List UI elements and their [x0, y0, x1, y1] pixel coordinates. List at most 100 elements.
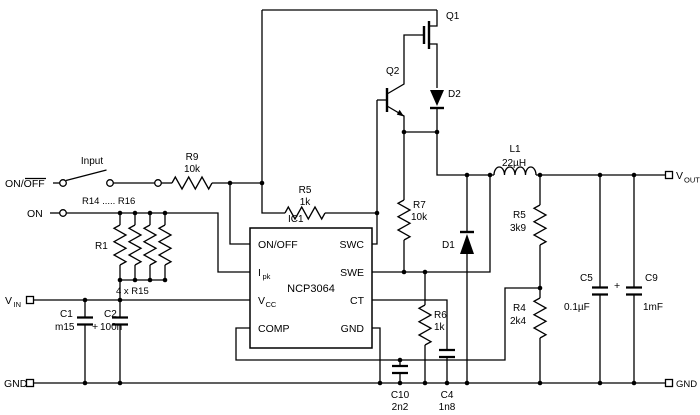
c10-value: 2n2 [392, 402, 409, 413]
d1-triangle [460, 234, 474, 254]
onoff-terminal-label: ON/OFF [5, 178, 45, 190]
q2-emitter-arrow [396, 109, 404, 117]
sense-resistor-network: R14 ..... R16 R1 4 x R15 [82, 196, 173, 297]
ic1-pin-swe: SWE [340, 267, 364, 279]
c9-value: 1mF [643, 302, 663, 313]
switch-contact-right [106, 179, 114, 187]
c2-value: 100n [100, 322, 122, 333]
resistor-r6: R6 1k [417, 304, 447, 346]
r5-fb-designator: R5 [513, 210, 526, 221]
c4-value: 1n8 [439, 402, 456, 413]
vin-pad [25, 295, 35, 305]
ic1-pin-ipk: I [258, 267, 261, 279]
gnd-right-label: GND [676, 379, 697, 390]
d2-triangle [430, 90, 444, 106]
ic1-pin-comp: COMP [258, 323, 290, 335]
comp-feedback-wire [235, 287, 540, 361]
r6-designator: R6 [434, 310, 447, 321]
q2-designator: Q2 [386, 66, 400, 77]
capacitor-c5: C5 0.1µF [564, 273, 608, 313]
on-terminal-label: ON [27, 208, 43, 220]
c10-designator: C10 [391, 390, 410, 401]
gnd-left-pad [25, 378, 35, 388]
ipk-pin-wire [66, 212, 250, 273]
vout-label-sub: OUT [684, 176, 700, 185]
junction-dots [82, 129, 637, 386]
network-note-label: 4 x R15 [116, 286, 149, 297]
capacitor-c9: C9 1mF + [614, 273, 663, 313]
ic1: IC1 NCP3064 ON/OFF I pk V CC COMP SWC SW… [249, 214, 373, 349]
resistor-r7: R7 10k [396, 199, 428, 241]
ic1-pin-swc: SWC [340, 239, 365, 251]
r5-fb-value: 3k9 [510, 223, 527, 234]
gnd-right-terminal: GND [664, 378, 697, 390]
r7-value: 10k [411, 212, 428, 223]
c5-designator: C5 [580, 273, 593, 284]
resistor-r9: R9 10k [171, 152, 213, 191]
ic1-pin-gnd: GND [341, 323, 365, 335]
l1-designator: L1 [509, 144, 521, 155]
c1-value: m15 [55, 322, 75, 333]
r6-value: 1k [434, 322, 446, 333]
r7-designator: R7 [413, 200, 426, 211]
resistor-r5-drive: R5 1k [284, 185, 326, 221]
resistor-r5-feedback: R5 3k9 [510, 204, 548, 246]
c2-designator: C2 [104, 309, 117, 320]
switch-contact-left [59, 179, 67, 187]
ic1-pin-onoff: ON/OFF [258, 239, 298, 251]
network-left-label: R1 [95, 241, 108, 252]
c1-designator: C1 [60, 309, 73, 320]
drive-vertical [261, 10, 285, 214]
l1-value: 22µH [502, 158, 526, 169]
ic1-pin-vcc-sub: CC [266, 300, 277, 309]
d1-designator: D1 [442, 240, 455, 251]
ic-gnd-wire [372, 327, 381, 383]
r4-designator: R4 [513, 303, 526, 314]
capacitor-c2: C2 100n [100, 309, 128, 333]
on-contact [59, 209, 67, 217]
transistor-q1: Q1 [422, 10, 460, 88]
ic1-pin-vcc: V [258, 295, 265, 307]
r4-value: 2k4 [510, 316, 527, 327]
sense-network-wires [119, 213, 166, 300]
onoff-switch: ON/OFF Input ON [5, 156, 162, 220]
ic1-pin-ipk-sub: pk [263, 272, 271, 281]
swe-wire [372, 175, 491, 273]
c5-value: 0.1µF [564, 302, 590, 313]
vin-label: V [5, 295, 12, 307]
q1-designator: Q1 [446, 11, 460, 22]
r9-value: 10k [184, 164, 201, 175]
q2-emitter [386, 105, 405, 200]
d2-designator: D2 [448, 89, 461, 100]
ic1-body [249, 227, 373, 349]
connector-circle [154, 179, 162, 187]
inductor-l1: L1 22µH [493, 144, 537, 176]
ic1-part-number: NCP3064 [287, 283, 335, 295]
switch-blade [65, 169, 107, 182]
q2-collector [386, 34, 424, 95]
diode-d1: D1 [442, 230, 474, 254]
onoff-pin-wire [229, 183, 250, 245]
switch-node-wire [436, 108, 494, 176]
ic1-pin-ct: CT [350, 295, 365, 307]
capacitor-c10: C10 2n2 [391, 364, 410, 413]
transistor-q2: Q2 [377, 34, 424, 200]
vout-terminal: V OUT [664, 170, 700, 185]
vin-label-sub: IN [14, 300, 22, 309]
c4-designator: C4 [441, 390, 454, 401]
ct-wire [372, 299, 448, 383]
gnd-right-pad [664, 378, 674, 388]
capacitor-c1: C1 m15 + [55, 309, 98, 333]
c9-polarity-plus: + [614, 280, 620, 292]
gnd-left-label: GND [4, 378, 28, 390]
c1-polarity-plus: + [92, 321, 98, 333]
resistor-r4: R4 2k4 [510, 297, 548, 339]
vout-label: V [676, 170, 683, 182]
swc-wire [372, 100, 378, 245]
gnd-left-terminal: GND [4, 378, 35, 390]
capacitor-c4: C4 1n8 [439, 348, 456, 413]
diode-d2: D2 [430, 89, 461, 110]
input-label: Input [81, 156, 103, 167]
